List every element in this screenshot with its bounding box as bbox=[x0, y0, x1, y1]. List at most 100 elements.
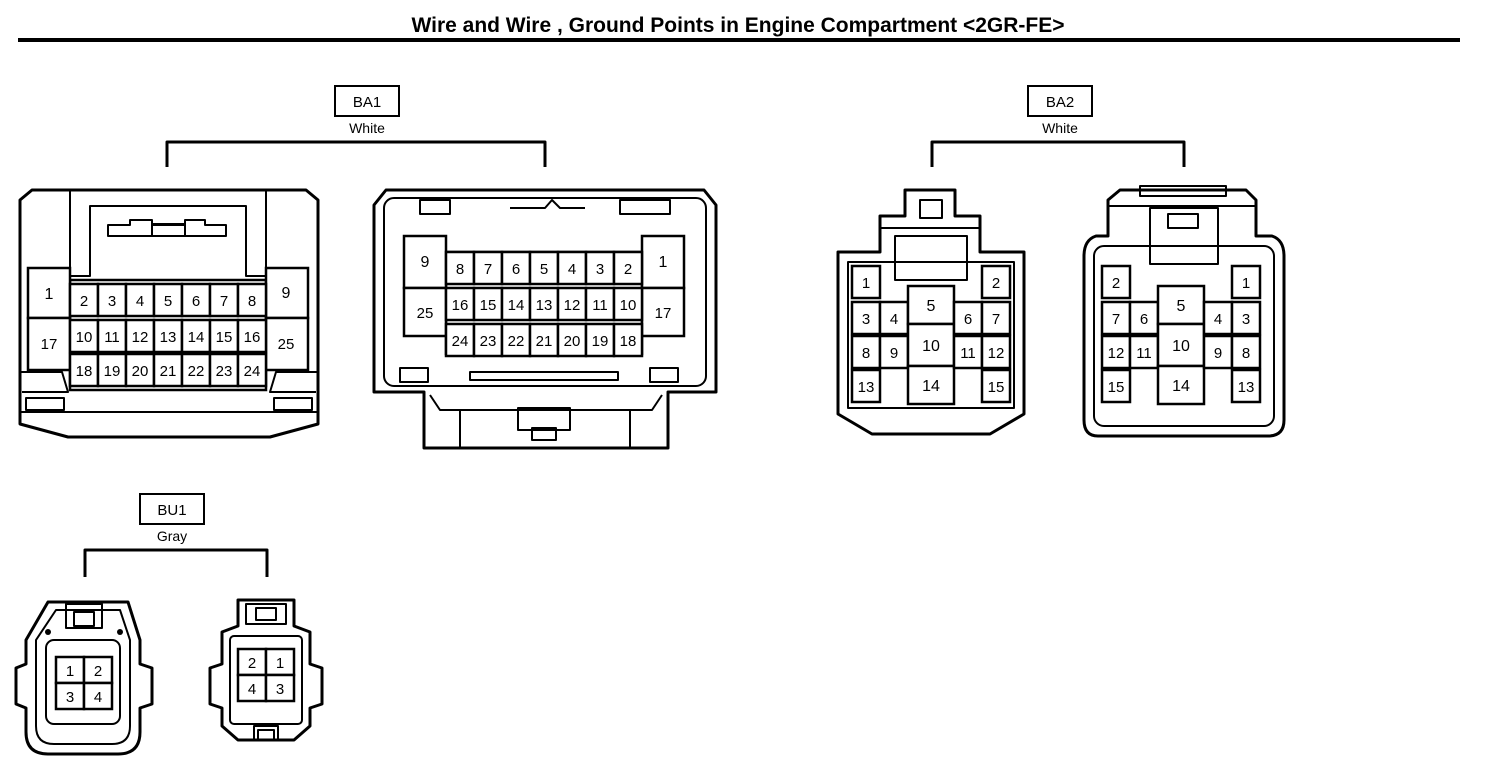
pin-label: 3 bbox=[596, 261, 604, 278]
pin-label: 7 bbox=[1112, 311, 1120, 328]
pin-label: 6 bbox=[192, 293, 200, 310]
pin-label: 7 bbox=[992, 311, 1000, 328]
pin bbox=[444, 322, 476, 358]
pin-label: 1 bbox=[862, 275, 870, 292]
ba2-code: BA2 bbox=[1046, 94, 1074, 111]
pin bbox=[584, 322, 616, 358]
bu1-code-box bbox=[139, 493, 205, 525]
pin-label: 14 bbox=[508, 297, 525, 314]
pin bbox=[1230, 300, 1262, 336]
ba1-color: White bbox=[349, 120, 385, 136]
ba1-label-group: BA1 White bbox=[165, 85, 547, 167]
pin-label: 5 bbox=[540, 261, 548, 278]
bu1-label-group: BU1 Gray bbox=[83, 493, 269, 577]
pin bbox=[264, 673, 296, 703]
pin-label: 3 bbox=[862, 311, 870, 328]
pin bbox=[1202, 334, 1234, 370]
bu1-color: Gray bbox=[157, 528, 187, 544]
pin-label: 2 bbox=[94, 663, 102, 680]
ba1-bracket bbox=[165, 140, 547, 167]
pin bbox=[980, 334, 1012, 370]
pin bbox=[236, 318, 268, 354]
pin-label: 20 bbox=[132, 363, 149, 380]
pin-label: 9 bbox=[1214, 345, 1222, 362]
pin-label: 3 bbox=[276, 681, 284, 698]
pin-label: 2 bbox=[992, 275, 1000, 292]
pin-label: 1 bbox=[66, 663, 74, 680]
pin bbox=[124, 282, 156, 318]
ba2-color: White bbox=[1042, 120, 1078, 136]
pin bbox=[208, 318, 240, 354]
pin-label: 5 bbox=[927, 298, 936, 315]
pin-label: 11 bbox=[104, 329, 120, 346]
pin-label: 22 bbox=[188, 363, 205, 380]
pin bbox=[500, 286, 532, 322]
pin bbox=[612, 322, 644, 358]
pin bbox=[124, 318, 156, 354]
pin-label: 10 bbox=[922, 338, 940, 355]
pin bbox=[208, 282, 240, 318]
pin-label: 24 bbox=[452, 333, 469, 350]
pin bbox=[878, 300, 910, 336]
pin-label: 8 bbox=[1242, 345, 1250, 362]
bu1-bracket bbox=[83, 548, 269, 577]
pin-label: 2 bbox=[624, 261, 632, 278]
pin bbox=[850, 300, 882, 336]
pin-label: 3 bbox=[108, 293, 116, 310]
pin bbox=[584, 250, 616, 286]
pin bbox=[500, 322, 532, 358]
pin-label: 2 bbox=[248, 655, 256, 672]
pin-label: 23 bbox=[216, 363, 233, 380]
pin-label: 1 bbox=[1242, 275, 1250, 292]
pin-label: 4 bbox=[1214, 311, 1222, 328]
pin-label: 6 bbox=[1140, 311, 1148, 328]
pin-label: 8 bbox=[456, 261, 464, 278]
pin-label: 10 bbox=[76, 329, 93, 346]
pin-label: 6 bbox=[964, 311, 972, 328]
pin-label: 9 bbox=[890, 345, 898, 362]
pin-label: 8 bbox=[248, 293, 256, 310]
ba1-code-box bbox=[334, 85, 400, 117]
pin-label: 25 bbox=[278, 336, 295, 353]
pin-label: 14 bbox=[188, 329, 205, 346]
pin-label: 9 bbox=[421, 254, 430, 271]
pin bbox=[528, 286, 560, 322]
pin bbox=[980, 368, 1012, 404]
pin bbox=[180, 282, 212, 318]
pin-label: 14 bbox=[922, 378, 940, 395]
pin-label: 6 bbox=[512, 261, 520, 278]
pin-label: 17 bbox=[41, 336, 58, 353]
pin-label: 15 bbox=[216, 329, 233, 346]
pin-label: 12 bbox=[988, 345, 1005, 362]
pin-label: 9 bbox=[282, 285, 291, 302]
pin-label: 21 bbox=[536, 333, 553, 350]
pin bbox=[236, 352, 268, 388]
pin bbox=[952, 334, 984, 370]
pin bbox=[1156, 364, 1206, 406]
pin-label: 12 bbox=[564, 297, 581, 314]
bu1-code: BU1 bbox=[157, 502, 186, 519]
pin-label: 16 bbox=[452, 297, 469, 314]
pin bbox=[850, 368, 882, 404]
pin-label: 8 bbox=[862, 345, 870, 362]
pin-label: 5 bbox=[164, 293, 172, 310]
pin-label: 1 bbox=[276, 655, 284, 672]
pin bbox=[1230, 264, 1262, 300]
pin bbox=[82, 655, 114, 685]
pin bbox=[640, 286, 686, 338]
pin-label: 7 bbox=[220, 293, 228, 310]
pin bbox=[612, 286, 644, 322]
pin-label: 2 bbox=[80, 293, 88, 310]
pin-label: 1 bbox=[45, 286, 54, 303]
pin bbox=[180, 318, 212, 354]
pin-label: 12 bbox=[132, 329, 149, 346]
pin-label: 1 bbox=[659, 254, 668, 271]
pin-label: 20 bbox=[564, 333, 581, 350]
